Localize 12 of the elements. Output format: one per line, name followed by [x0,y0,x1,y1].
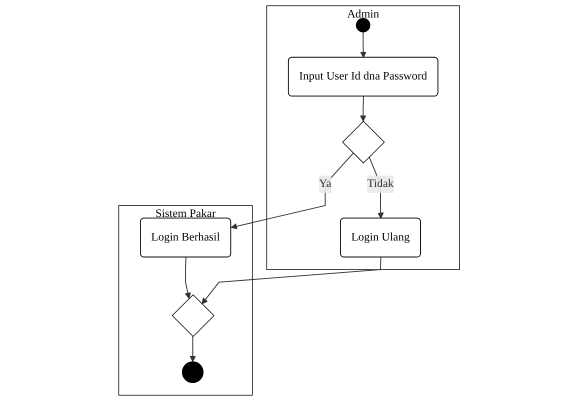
arrow [360,32,366,58]
node-circle [182,361,204,383]
arrow [184,256,191,299]
edge-label: Ya [318,178,332,190]
arrow [189,336,196,362]
node-diamond [342,120,385,164]
arrow [202,256,382,304]
node-circle [356,18,370,32]
node-diamond [172,294,214,338]
arrow [360,96,366,122]
arrow [230,152,354,230]
edge-label: Tidak [367,178,394,190]
